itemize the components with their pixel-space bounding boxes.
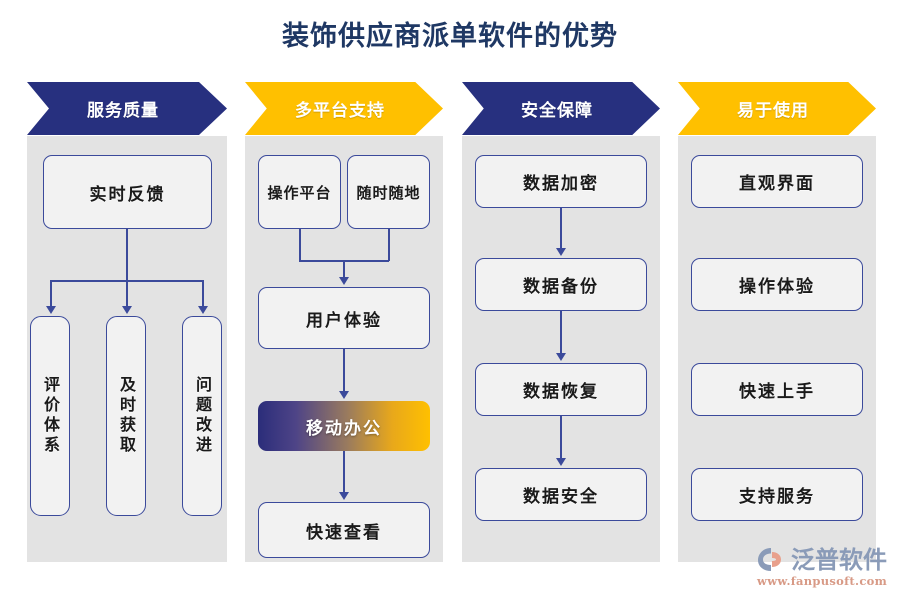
column-panel: 操作平台 随时随地 用户体验 移动办公 快速查看 [245,136,443,562]
fanpu-logo-mark-icon [757,546,787,573]
page-title: 装饰供应商派单软件的优势 [282,21,618,52]
connector-line [299,229,301,261]
logo-brand-name: 泛普软件 [791,545,887,574]
column-panel: 数据加密 数据备份 数据恢复 数据安全 [462,136,660,562]
connector-line [343,349,345,393]
connector-line [560,208,562,250]
arrow-head-icon [339,391,349,399]
connector-line [560,416,562,460]
node-operating-platform[interactable]: 操作平台 [258,155,341,229]
brand-logo: 泛普软件 www.fanpusoft.com [757,546,893,592]
connector-line [388,229,390,261]
node-real-time-feedback[interactable]: 实时反馈 [43,155,212,229]
column-security-guarantee: 安全保障 数据加密 数据备份 数据恢复 数据安全 [462,82,660,562]
column-banner-security-guarantee[interactable]: 安全保障 [462,82,660,135]
node-data-encryption[interactable]: 数据加密 [475,155,647,208]
node-operation-experience[interactable]: 操作体验 [691,258,863,311]
arrow-head-icon [198,306,208,314]
column-multi-platform-support: 多平台支持 操作平台 随时随地 用户体验 移动办公 快速查看 [245,82,443,562]
column-banner-service-quality[interactable]: 服务质量 [27,82,227,135]
node-timely-acquisition[interactable]: 及时获取 [106,316,146,516]
column-banner-multi-platform-support[interactable]: 多平台支持 [245,82,443,135]
node-data-recovery[interactable]: 数据恢复 [475,363,647,416]
arrow-head-icon [339,492,349,500]
node-support-service[interactable]: 支持服务 [691,468,863,521]
banner-label: 易于使用 [737,101,809,121]
column-banner-easy-to-use[interactable]: 易于使用 [678,82,876,135]
connector-line [343,260,345,279]
node-user-experience[interactable]: 用户体验 [258,287,430,349]
connector-line [126,229,128,281]
column-panel: 直观界面 操作体验 快速上手 支持服务 [678,136,876,562]
node-data-backup[interactable]: 数据备份 [475,258,647,311]
column-easy-to-use: 易于使用 直观界面 操作体验 快速上手 支持服务 [678,82,876,562]
logo-website-url: www.fanpusoft.com [757,574,888,588]
connector-line [202,280,204,308]
connector-line [343,451,345,494]
banner-label: 多平台支持 [295,101,385,121]
banner-label: 安全保障 [521,101,593,121]
connector-line [126,280,128,308]
arrow-head-icon [556,353,566,361]
node-mobile-office[interactable]: 移动办公 [258,401,430,451]
arrow-head-icon [46,306,56,314]
banner-label: 服务质量 [87,101,159,121]
column-service-quality: 服务质量 实时反馈 评价体系 及时获取 问题改进 [27,82,227,562]
node-evaluation-system[interactable]: 评价体系 [30,316,70,516]
node-anytime-anywhere[interactable]: 随时随地 [347,155,430,229]
column-panel: 实时反馈 评价体系 及时获取 问题改进 [27,136,227,562]
node-data-security[interactable]: 数据安全 [475,468,647,521]
node-problem-improvement[interactable]: 问题改进 [182,316,222,516]
arrow-head-icon [556,248,566,256]
node-quick-view[interactable]: 快速查看 [258,502,430,558]
arrow-head-icon [556,458,566,466]
connector-line [560,311,562,355]
arrow-head-icon [122,306,132,314]
node-intuitive-interface[interactable]: 直观界面 [691,155,863,208]
node-quick-start[interactable]: 快速上手 [691,363,863,416]
arrow-head-icon [339,277,349,285]
connector-line [50,280,52,308]
